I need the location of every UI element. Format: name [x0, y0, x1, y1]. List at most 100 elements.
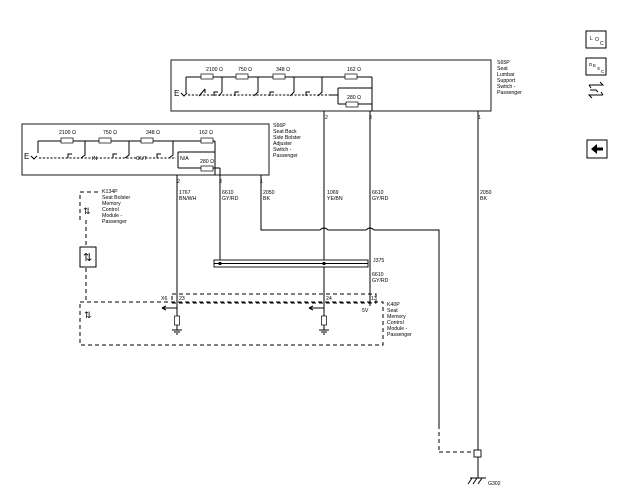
s66p-resistor-162: [200, 137, 214, 144]
j375-label: J375: [373, 258, 384, 264]
s65p-resistor-750: [235, 73, 249, 80]
j375-node-left: [218, 261, 222, 266]
s66p-pos-na: N/A: [180, 156, 189, 162]
wire-2050-b-color: BK: [480, 196, 487, 202]
wire-1069-color: YE/BN: [327, 196, 343, 202]
s66p-ev-symbol: E: [24, 152, 29, 161]
k134p-label-5: Passenger: [102, 219, 127, 225]
k40p-label-0: K40P: [387, 302, 400, 308]
s66p-r4-label: 162 Ω: [199, 130, 213, 136]
connector-info-icon[interactable]: [587, 81, 605, 99]
k40p-pin-23: 23: [179, 296, 185, 302]
location-legend-box[interactable]: [585, 30, 607, 49]
s66p-label-0: S66P: [273, 123, 286, 129]
s65p-label-0: S65P: [497, 60, 510, 66]
k40p-pin-13: 13: [371, 296, 377, 302]
s66p-label-1: Seat Back: [273, 129, 297, 135]
k40p-label-4: Module -: [387, 326, 407, 332]
j375-node-mid: [322, 261, 326, 266]
s65p-r1-label: 2100 Ω: [206, 67, 223, 73]
ground-splice-square: [473, 449, 482, 458]
k40p-connector-x6: [171, 293, 377, 304]
s65p-pin-2: 2: [325, 115, 328, 121]
legend: L O C D E S C: [585, 30, 608, 159]
s65p-resistor-2100: [200, 73, 214, 80]
s66p-r2-label: 750 Ω: [103, 130, 117, 136]
k40p-pin-24: 24: [326, 296, 332, 302]
j375-splice: J375: [213, 258, 384, 268]
desc-letter-e: E: [593, 63, 596, 68]
description-legend-box[interactable]: [585, 57, 607, 76]
wires: 1767 BN/WH 6610 GY/RD 2050 BK 1069 YE/BN…: [176, 111, 492, 478]
wire-6610-c-circuit: 6610: [372, 272, 384, 278]
s65p-ev-symbol: E: [174, 89, 179, 98]
wire-6610-c-color: GY/RD: [372, 278, 389, 284]
wire-1767-circuit: 1767: [179, 190, 191, 196]
s66p-r1-label: 2100 Ω: [59, 130, 76, 136]
k40p-module: ⇅ X6 23 24 13 5V K40P Seat Memory Contro…: [79, 293, 412, 346]
s65p-label-1: Seat: [497, 66, 508, 72]
s66p-resistor-750: [98, 137, 112, 144]
s65p-pin-1: 1: [478, 115, 481, 121]
s66p-enclosure: [21, 123, 270, 176]
desc-letter-d: D: [589, 62, 593, 67]
loc-letter-l: L: [590, 36, 593, 42]
back-arrow-icon: [591, 144, 603, 154]
s65p-r4-label: 162 Ω: [347, 67, 361, 73]
k134p-label-0: K134P: [102, 189, 118, 195]
k40p-label-2: Memory: [387, 314, 406, 320]
s66p-pin-2: 2: [177, 179, 180, 185]
wire-2050-a-color: BK: [263, 196, 270, 202]
s65p-resistor-280: [345, 101, 359, 108]
k134p-label-4: Module -: [102, 213, 122, 219]
s65p-r2-label: 750 Ω: [238, 67, 252, 73]
k40p-label-3: Control: [387, 320, 404, 326]
k134p-label-2: Memory: [102, 201, 121, 207]
s66p-label-4: Switch -: [273, 147, 292, 153]
wire-6610-a-color: GY/RD: [222, 196, 239, 202]
k40p-label-1: Seat: [387, 308, 398, 314]
s66p-contacts: [67, 152, 174, 159]
k134p-label-3: Control: [102, 207, 119, 213]
s65p-label-2: Lumbar: [497, 72, 515, 78]
k40p-bidirectional-icon: ⇅: [84, 310, 92, 320]
s66p-r280-label: 280 Ω: [200, 159, 214, 165]
wire-1069-circuit: 1069: [327, 190, 339, 196]
s65p-resistor-348: [272, 73, 286, 80]
k40p-enclosure: [79, 301, 384, 346]
s65p-r3-label: 348 Ω: [276, 67, 290, 73]
k134p-module: ⇅ K134P Seat Bolster Memory Control Modu…: [79, 189, 131, 300]
s65p-label-5: Passenger: [497, 90, 522, 96]
k40p-voltage: 5V: [362, 308, 369, 314]
k40p-label-5: Passenger: [387, 332, 412, 338]
k40p-connector-label: X6: [161, 296, 167, 302]
ground-label: G302: [488, 481, 501, 487]
s66p-label-5: Passenger: [273, 153, 298, 159]
wire-6610-b-color: GY/RD: [372, 196, 389, 202]
s66p-label-2: Side Bolster: [273, 135, 301, 141]
ground-g302: G302: [467, 477, 501, 487]
wire-6610-b-circuit: 6610: [372, 190, 384, 196]
s65p-resistor-162: [344, 73, 358, 80]
s66p-resistor-348: [140, 137, 154, 144]
s66p-resistor-280: [200, 165, 214, 172]
wire-6610-a-circuit: 6610: [222, 190, 234, 196]
chassis-ground-icon: [467, 477, 486, 485]
s65p-switch: 2100 Ω 750 Ω 348 Ω 162 Ω E 280 Ω: [170, 59, 522, 121]
s66p-label-3: Adjuster: [273, 141, 292, 147]
wire-2050-b-circuit: 2050: [480, 190, 492, 196]
s66p-pos-out: OUT: [136, 156, 148, 162]
serial-data-box: [79, 246, 97, 268]
loc-letter-c: C: [600, 41, 604, 47]
s65p-label-3: Support: [497, 78, 516, 84]
s66p-switch: 2100 Ω 750 Ω 348 Ω 162 Ω E IN OUT N/A 28…: [21, 123, 301, 185]
wire-1767-color: BN/WH: [179, 196, 197, 202]
s66p-resistor-2100: [60, 137, 74, 144]
s65p-contacts: [198, 88, 323, 97]
k134p-label-1: Seat Bolster: [102, 195, 131, 201]
k40p-ground-24-icon: [319, 329, 329, 335]
s66p-r3-label: 348 Ω: [146, 130, 160, 136]
k134p-bidirectional-icon: ⇅: [83, 206, 91, 216]
loc-letter-o: O: [595, 37, 599, 43]
